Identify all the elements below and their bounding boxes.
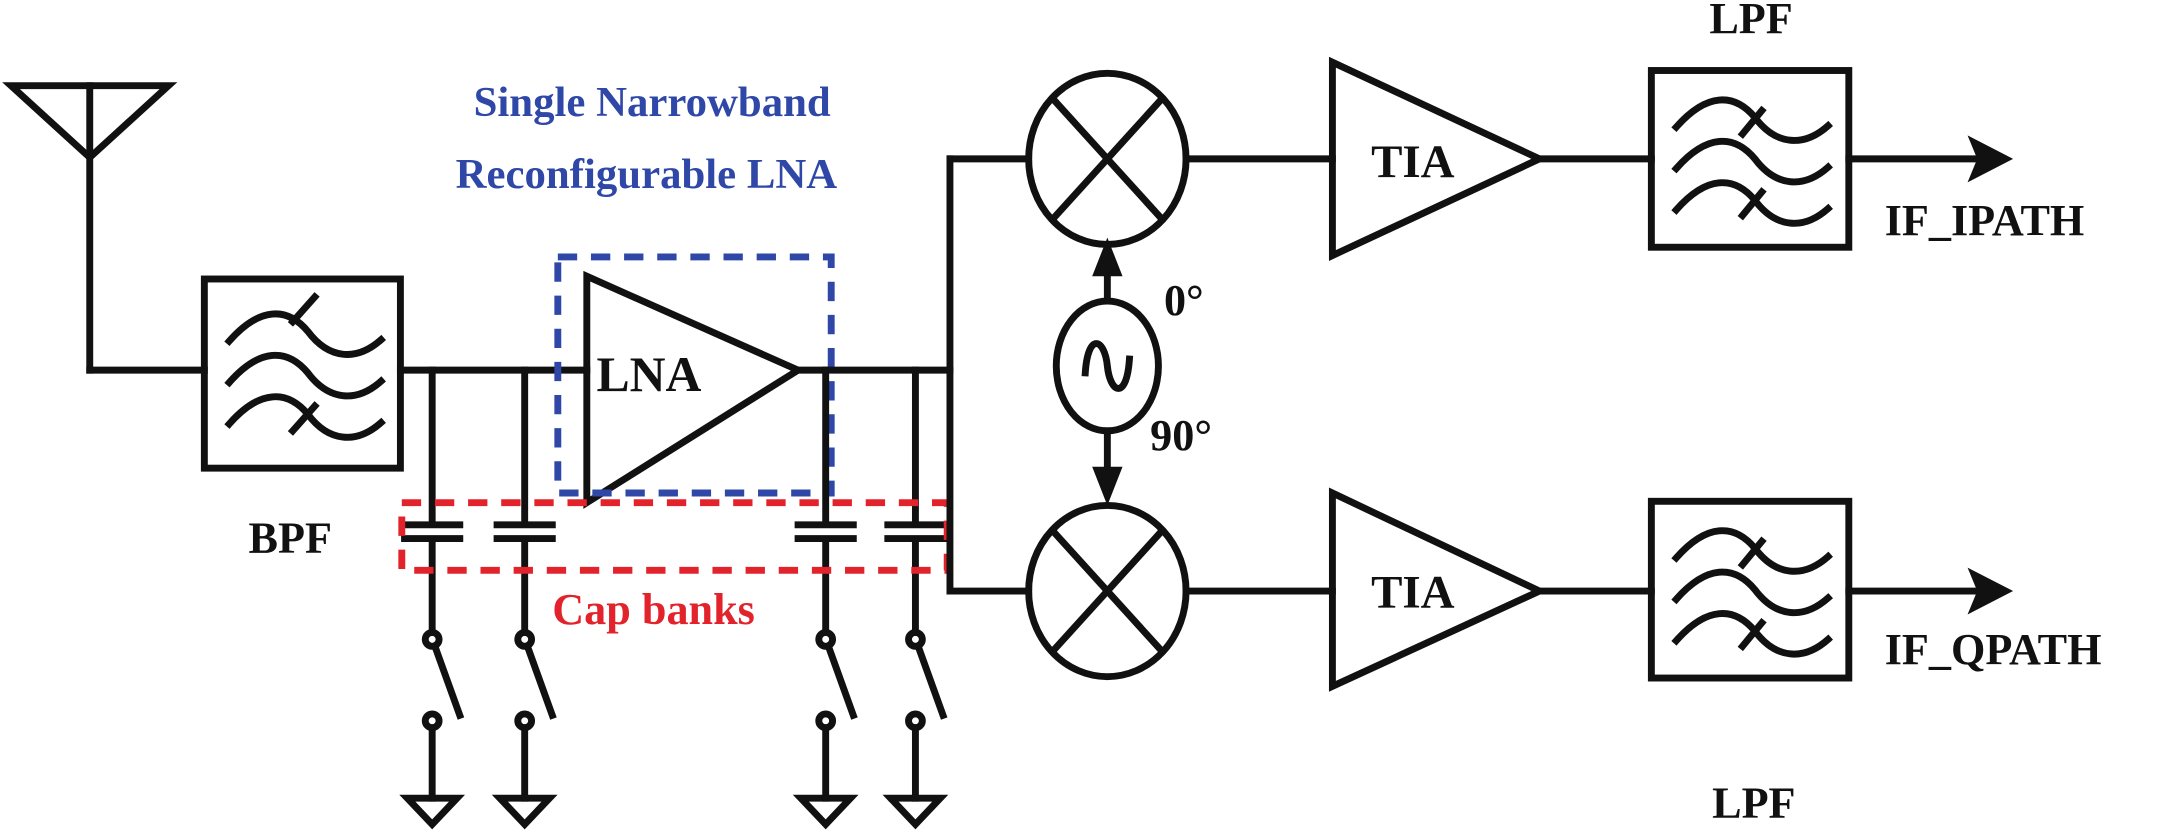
arrow-icon-lo-q (1092, 427, 1123, 506)
bandpass-filter-icon (200, 275, 404, 472)
cap-branch-3 (792, 366, 859, 830)
lna-label: LNA (596, 347, 701, 402)
cap-branch-2 (491, 366, 558, 830)
oscillator-icon (1052, 297, 1162, 435)
arrow-icon-lo-i (1092, 237, 1123, 305)
mixer-icon-i (1025, 69, 1190, 248)
output-i-label: IF_IPATH (1885, 196, 2085, 245)
cap-branch-4 (882, 366, 949, 830)
ground-icon (399, 794, 466, 830)
cap-banks-label: Cap banks (552, 585, 755, 634)
lpf-i-label: LPF (1709, 0, 1792, 43)
output-q-label: IF_QPATH (1885, 625, 2102, 674)
arrow-icon-out-i (1845, 135, 2014, 183)
lo-phase-q-label: 90° (1150, 411, 1212, 460)
lowpass-filter-icon-i (1647, 67, 1853, 251)
ground-icon (882, 794, 949, 830)
ground-icon (491, 794, 558, 830)
arrow-icon-out-q (1845, 567, 2014, 615)
lowpass-filter-icon-q (1647, 497, 1853, 682)
bpf-label: BPF (249, 513, 332, 562)
tia-q-label: TIA (1371, 567, 1455, 619)
tia-i-label: TIA (1371, 136, 1455, 188)
lna-highlight-box (554, 253, 835, 497)
cap-bank-highlight-box (398, 499, 951, 574)
cap-branch-1 (399, 366, 466, 830)
lo-phase-i-label: 0° (1164, 276, 1204, 325)
lna-title-line1: Single Narrowband (474, 79, 831, 126)
antenna-icon (2, 82, 178, 374)
amplifier-icon-tia-q (1328, 487, 1548, 692)
ground-icon (792, 794, 859, 830)
amplifier-icon (583, 270, 806, 509)
wire-split (946, 155, 1033, 595)
lpf-q-label: LPF (1712, 778, 1795, 827)
amplifier-icon-tia-i (1328, 56, 1548, 261)
mixer-icon-q (1025, 501, 1190, 681)
lna-title-line2: Reconfigurable LNA (456, 151, 838, 198)
